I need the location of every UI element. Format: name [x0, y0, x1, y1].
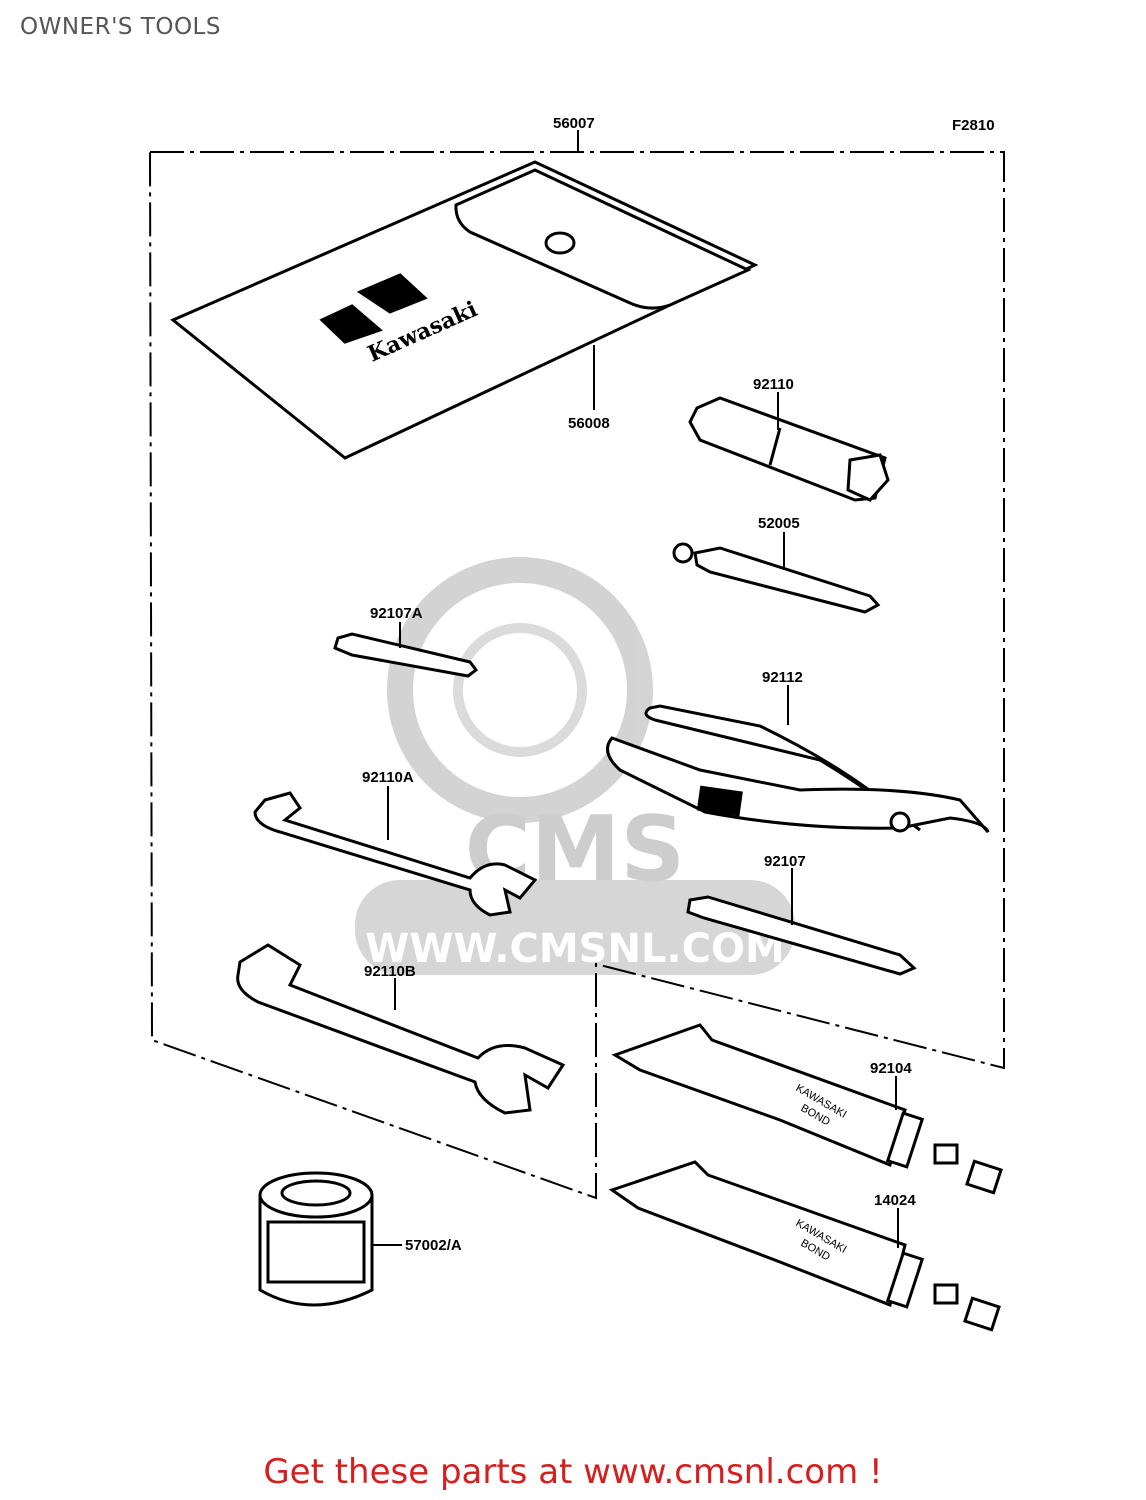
plug-wrench [688, 396, 890, 502]
pouch: Kawasaki [170, 160, 759, 460]
bond-tube-2: KAWASAKI BOND [608, 1160, 1001, 1332]
part-label: 56007 [553, 115, 595, 132]
part-label: 92107 [764, 853, 806, 870]
screwdriver-handle [672, 542, 881, 614]
figure-code: F2810 [952, 117, 995, 134]
pliers [606, 704, 990, 833]
bond-tube-1: KAWASAKI BOND [611, 1023, 1003, 1195]
part-label: 52005 [758, 515, 800, 532]
part-label: 92107A [370, 605, 423, 622]
leader-lines [372, 130, 899, 1248]
part-label: 92112 [762, 669, 803, 686]
screwdriver [686, 895, 917, 976]
screwdriver-bit-a [333, 632, 479, 678]
wrench-a [253, 791, 538, 917]
watermark: CMS WWW.CMSNL.COM [355, 557, 795, 975]
part-label: 56008 [568, 415, 610, 432]
part-label: 92110B [364, 963, 416, 980]
part-label: 57002/A [405, 1237, 462, 1254]
part-labels: F2810 56007 56008 92110 52005 92107A 921… [362, 115, 995, 1254]
part-label: 14024 [874, 1192, 916, 1209]
watermark-url: WWW.CMSNL.COM [365, 926, 785, 972]
part-label: 92104 [870, 1060, 912, 1077]
assembly-frame [149, 151, 1005, 1200]
footer-link[interactable]: Get these parts at www.cmsnl.com ! [263, 1452, 883, 1492]
part-label: 92110 [753, 376, 794, 393]
wrench-b [236, 943, 566, 1115]
page-title: OWNER'S TOOLS [20, 14, 221, 40]
grease-can [258, 1171, 374, 1307]
part-label: 92110A [362, 769, 414, 786]
